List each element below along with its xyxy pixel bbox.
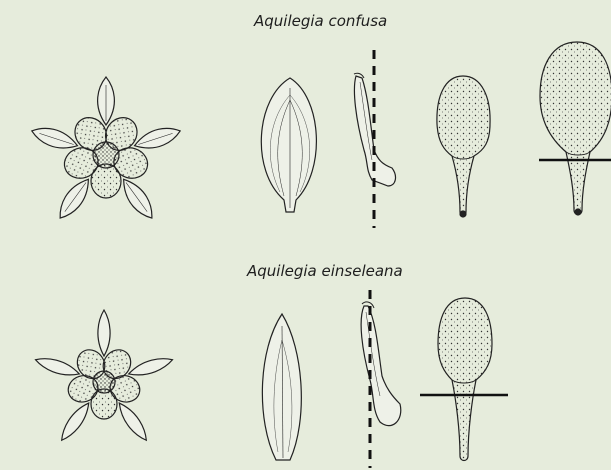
sepal-confusa [261, 78, 316, 212]
flower-center [93, 142, 119, 168]
petal-marked-confusa [539, 42, 611, 215]
petal-confusa [437, 76, 490, 217]
petal-marked-einseleana [420, 298, 508, 461]
spur-side-view-einseleana [361, 290, 401, 468]
flower-center [93, 371, 115, 393]
flower-top-view-confusa [29, 77, 183, 223]
spur-side-view-confusa [354, 50, 395, 228]
flower-top-view-einseleana [34, 310, 175, 444]
sepal-einseleana [262, 314, 301, 460]
